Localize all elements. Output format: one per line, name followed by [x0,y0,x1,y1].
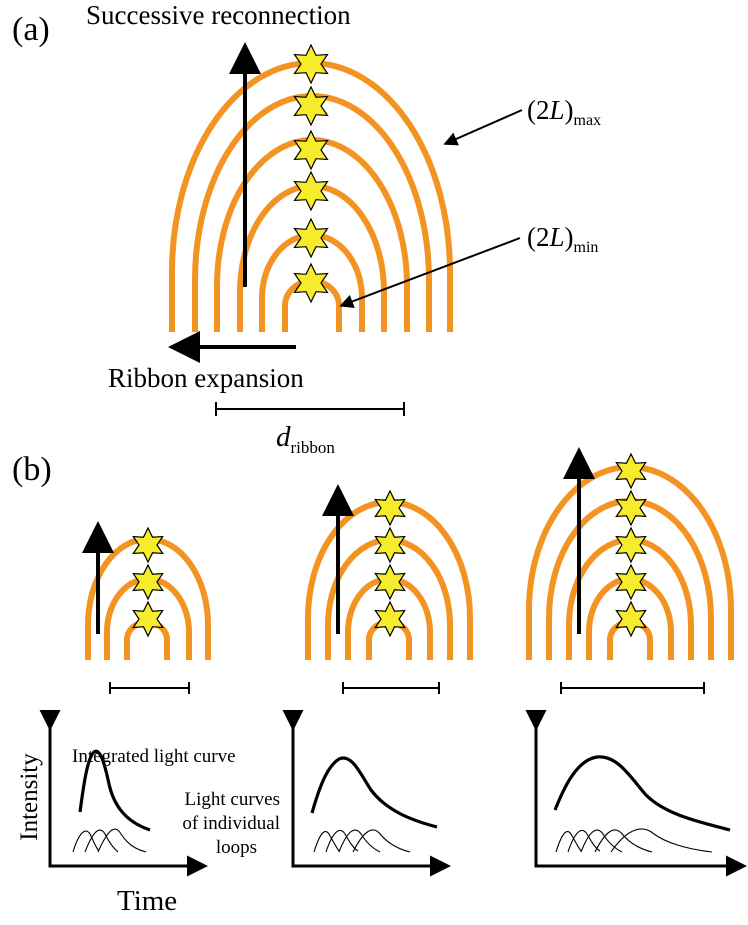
reconnection-star-icon [293,217,329,259]
integrated-light-curve [310,756,438,829]
successive-reconnection-label: Successive reconnection [86,0,351,30]
panel-a-stars [293,43,329,304]
plot-axes [525,710,747,877]
reconnection-star-icon [293,43,329,85]
reconnection-star-icon [615,489,647,527]
reconnection-star-icon [615,452,647,490]
y-axis-label: Intensity [16,753,43,841]
individual-light-curve [84,829,119,853]
reconnection-star-icon [374,526,406,564]
panel-b-label: (b) [12,451,52,488]
d-ribbon-label: dribbon [276,421,335,457]
panel-b: (b) [12,447,747,917]
reconnection-star-icon [132,526,164,564]
individual-light-curve [313,831,340,853]
individual-light-curves-label: Light curves of individual loops [182,789,280,858]
scale-bar [342,682,440,694]
length-min-label: (2L)min [527,222,598,256]
svg-text:of individual: of individual [182,813,280,834]
light-curve-plot-1 [39,710,208,877]
length-min-pointer [339,237,521,309]
reconnection-star-icon [132,563,164,601]
panel-a-label: (a) [12,11,50,48]
light-curve-plot-3 [525,710,747,877]
reconnection-star-icon [615,563,647,601]
plot-axes [39,710,208,877]
reconnection-star-icon [615,600,647,638]
integrated-light-curve [553,755,731,832]
integrated-light-curve [78,749,151,832]
reconnection-star-icon [374,489,406,527]
light-curve-plot-2 [282,710,451,877]
reconnection-star-icon [374,600,406,638]
individual-light-curve [352,829,411,853]
reconnection-star-icon [615,526,647,564]
individual-light-curve [580,829,623,853]
individual-light-curve [72,830,100,853]
reconnection-star-icon [293,129,329,171]
reconnection-star-icon [293,170,329,212]
length-max-pointer [443,109,523,146]
x-axis-label: Time [117,885,177,917]
reconnection-star-icon [374,563,406,601]
scale-bar [560,682,705,694]
individual-light-curve [555,831,582,853]
panel-a: (a) Successive reconnection Ribbon expan… [12,0,601,457]
scale-bar [109,682,190,694]
length-max-label: (2L)max [527,95,601,129]
individual-light-curve [338,829,381,853]
plot-axes [282,710,451,877]
integrated-light-curve-label: Integrated light curve [72,746,236,767]
svg-text:Light curves: Light curves [184,789,280,810]
individual-light-curve [610,828,713,853]
individual-light-curve [567,829,601,853]
reconnection-star-icon [293,262,329,304]
reconnection-star-icon [293,85,329,127]
svg-text:loops: loops [216,837,257,858]
individual-light-curve [97,828,147,853]
panel-b-stars [132,452,647,638]
individual-light-curve [325,829,359,853]
ribbon-width-scale-bar [215,402,405,416]
reconnection-star-icon [132,600,164,638]
ribbon-expansion-label: Ribbon expansion [108,363,304,393]
individual-light-curve [594,829,653,853]
